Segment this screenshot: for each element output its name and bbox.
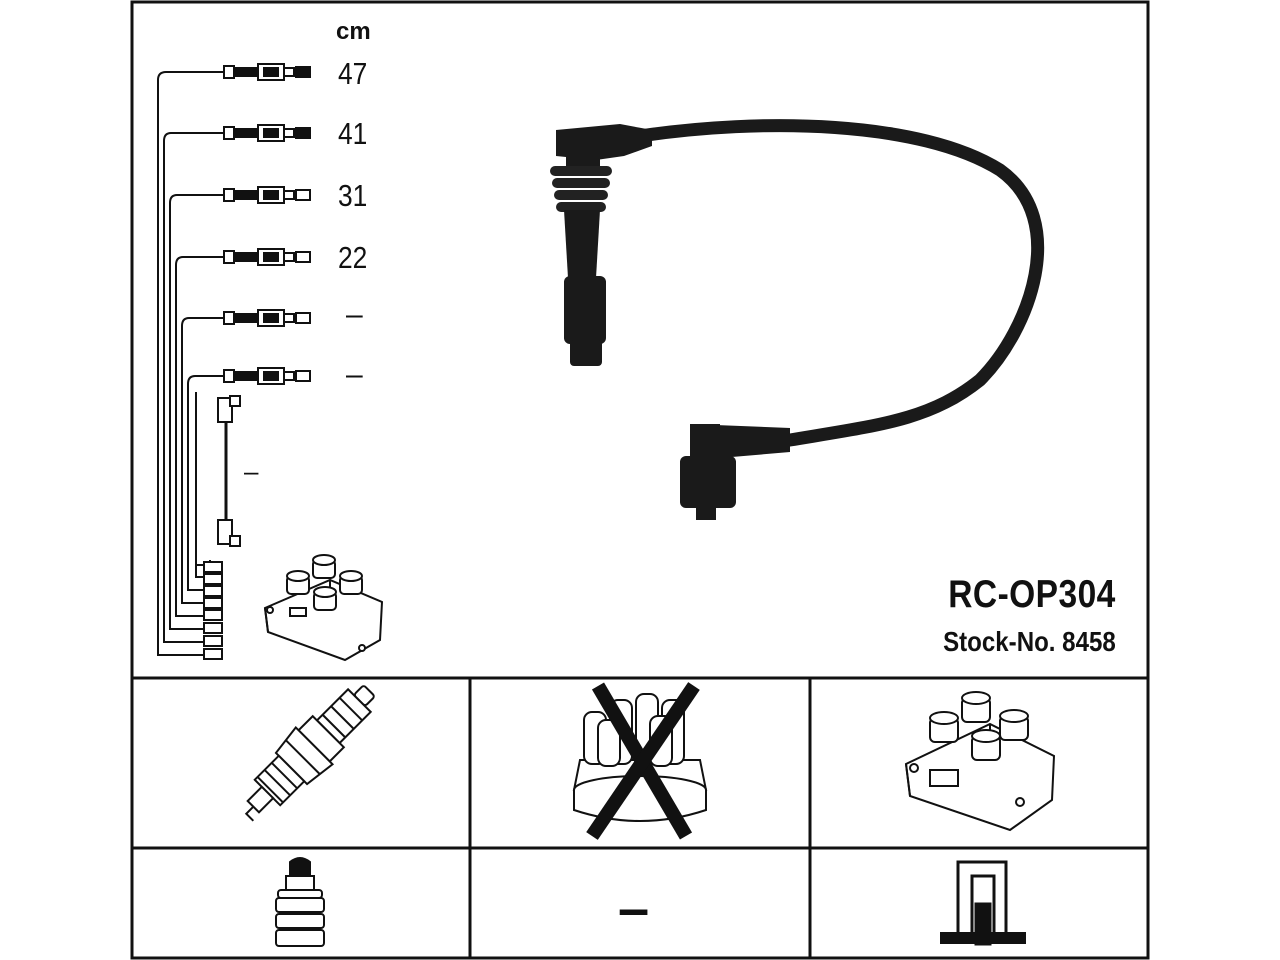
wire-set-schematic bbox=[157, 71, 224, 656]
lead-length-2: 41 bbox=[338, 116, 368, 151]
spark-plug-icon bbox=[244, 685, 375, 822]
coil-link-lead bbox=[217, 395, 241, 547]
frame bbox=[130, 0, 1150, 960]
coil-terminal-icon bbox=[940, 860, 1026, 946]
lead-connector bbox=[223, 309, 311, 327]
lead-connector bbox=[223, 63, 311, 81]
lead-length-4: 22 bbox=[338, 240, 368, 275]
unit-label: cm bbox=[336, 18, 371, 45]
product-code: RC-OP304 bbox=[948, 573, 1116, 616]
lead-length-5: – bbox=[346, 298, 363, 331]
ignition-coil-icon bbox=[904, 691, 1056, 832]
coil-link-length: – bbox=[244, 456, 259, 486]
plug-connector-icon bbox=[275, 857, 325, 947]
distributor-connector-dash: – bbox=[618, 876, 650, 939]
lead-connector bbox=[223, 124, 311, 142]
lead-connectors bbox=[203, 63, 311, 660]
lead-length-6: – bbox=[346, 358, 363, 391]
ignition-cable-photo bbox=[550, 119, 1045, 520]
coil-pack-small-icon bbox=[263, 554, 384, 662]
distributor-cap-crossed-icon bbox=[572, 682, 708, 840]
lead-connector bbox=[223, 367, 311, 385]
lead-connector bbox=[223, 248, 311, 266]
stock-number: Stock-No. 8458 bbox=[943, 626, 1116, 657]
lead-length-1: 47 bbox=[338, 56, 368, 91]
lead-connector bbox=[223, 186, 311, 204]
coil-terminal-stack bbox=[203, 561, 223, 660]
lead-length-3: 31 bbox=[338, 178, 368, 213]
